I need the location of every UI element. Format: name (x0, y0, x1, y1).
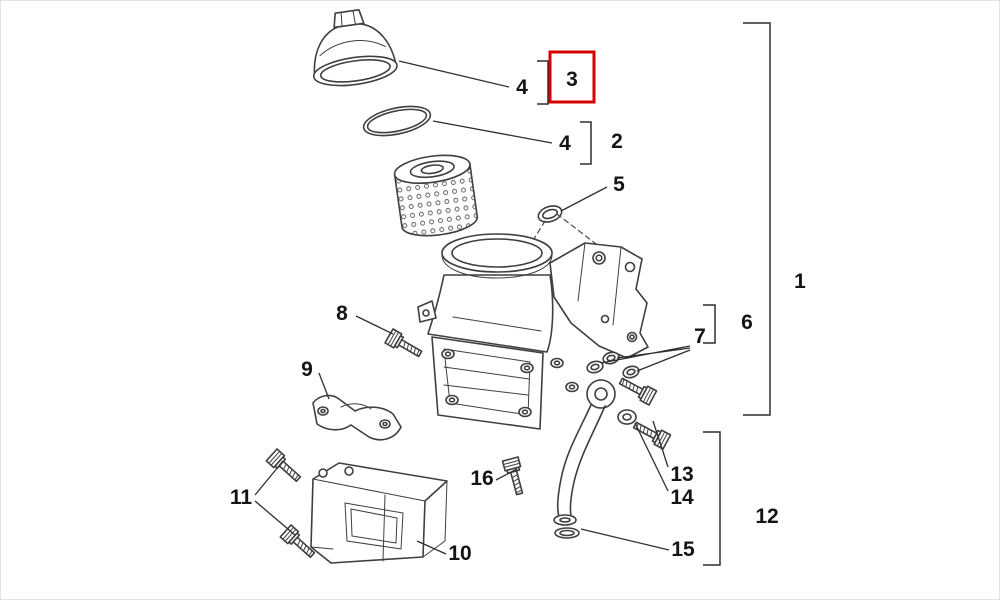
callout-8[interactable]: 8 (336, 302, 348, 325)
housing-drawing (417, 233, 649, 430)
bolt13-b-drawing (630, 417, 672, 450)
callout-10[interactable]: 10 (448, 542, 471, 565)
filter-cap-drawing (312, 9, 398, 87)
callout-13[interactable]: 13 (670, 463, 693, 486)
pipe-drawing (553, 379, 616, 526)
callout-16[interactable]: 16 (470, 467, 493, 490)
cover-drawing (310, 462, 448, 564)
callout-7[interactable]: 7 (694, 325, 706, 348)
callout-2[interactable]: 2 (611, 130, 623, 153)
seal-ring-drawing (362, 105, 432, 137)
small-oring-drawing (537, 205, 563, 223)
callout-5[interactable]: 5 (613, 173, 625, 196)
bolt8-drawing (384, 328, 425, 362)
filter-element-drawing (393, 154, 479, 237)
highlight-box (548, 50, 596, 104)
gasket-drawing (554, 527, 580, 539)
bracket9-drawing (312, 394, 402, 441)
callout-9[interactable]: 9 (301, 358, 313, 381)
callout-3[interactable]: 3 (566, 68, 578, 91)
bolt13-a-drawing (616, 373, 658, 406)
alignment-dashes (523, 213, 601, 256)
bolt11-a-drawing (265, 448, 305, 486)
leader-lines (254, 60, 691, 555)
washer14-drawing (617, 409, 637, 425)
callout-15[interactable]: 15 (671, 538, 695, 561)
callout-6[interactable]: 6 (741, 311, 753, 334)
callout-1[interactable]: 1 (794, 270, 806, 293)
callout-4-cap[interactable]: 4 (516, 76, 528, 99)
callout-11[interactable]: 11 (230, 486, 253, 509)
callout-14[interactable]: 14 (670, 486, 694, 509)
callout-4-seal[interactable]: 4 (559, 132, 571, 155)
group-brackets (537, 22, 771, 566)
callout-12[interactable]: 12 (755, 505, 778, 528)
bolt16-drawing (501, 456, 529, 497)
washers-drawing (586, 351, 640, 379)
